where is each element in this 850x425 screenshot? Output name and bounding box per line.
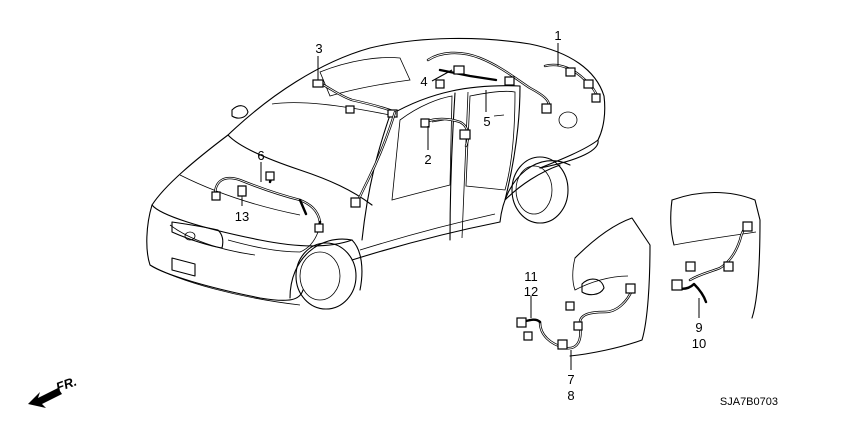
callout-13: 13 [235,209,249,224]
harness-engine-room [211,171,324,233]
callout-12: 12 [524,284,538,299]
callout-labels: 1 2 3 4 5 6 7 8 9 10 11 12 13 [235,28,706,403]
callout-3: 3 [315,41,322,56]
grommet-13 [237,185,247,202]
callout-2: 2 [424,152,431,167]
harness-roof-front [312,79,398,118]
rear-door-panel [670,191,761,319]
harness-rear [543,63,601,103]
callout-11: 11 [524,269,538,284]
callout-5: 5 [483,114,490,129]
harness-main-roof [426,51,552,114]
callout-1: 1 [554,28,561,43]
direction-label: FR. [54,374,79,395]
callout-10: 10 [692,336,706,351]
leader-lines [241,43,700,370]
harness-floor [420,117,471,148]
callout-9: 9 [695,320,702,335]
front-door-panel [569,217,651,357]
harness-a-pillar [350,110,397,208]
callout-8: 8 [567,388,574,403]
front-direction-arrow-icon: FR. [28,374,79,408]
callout-4: 4 [420,74,427,89]
diagram-code: SJA7B0703 [720,396,778,408]
car-body [146,37,606,310]
callout-7: 7 [567,372,574,387]
callout-6: 6 [257,148,264,163]
harness-front-door [516,283,636,350]
harness-rear-door [671,221,753,304]
